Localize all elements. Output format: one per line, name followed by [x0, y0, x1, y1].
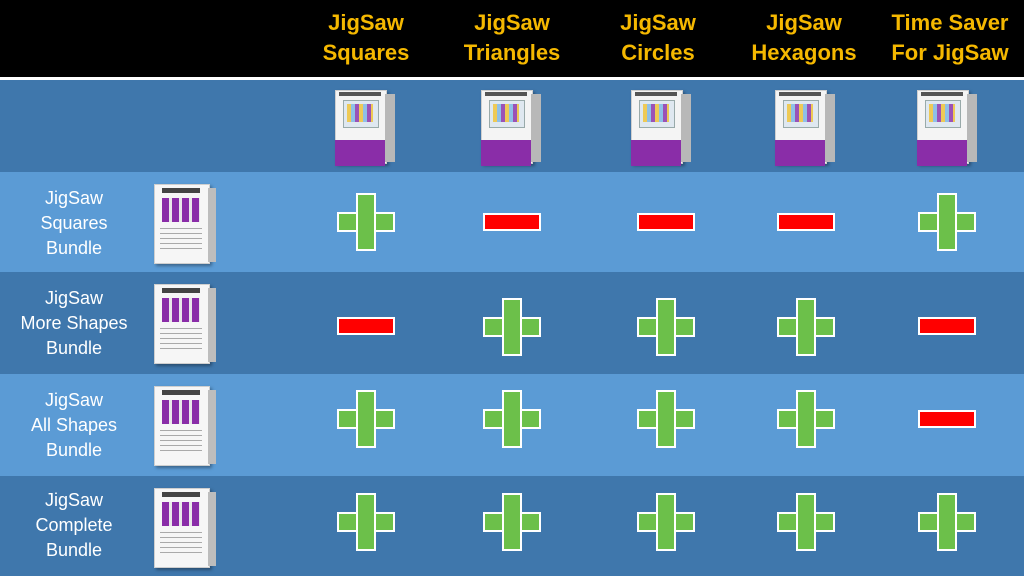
minus-icon [918, 317, 976, 335]
product-box-icon [917, 86, 981, 166]
plus-icon [483, 298, 541, 356]
column-header-line: JigSaw [474, 10, 550, 35]
product-box-icon [481, 86, 545, 166]
plus-icon [337, 193, 395, 251]
column-header-triangles: JigSaw Triangles [442, 8, 582, 68]
plus-icon [483, 390, 541, 448]
plus-icon [483, 493, 541, 551]
column-header-line: Time Saver [891, 10, 1009, 35]
column-header-squares: JigSaw Squares [296, 8, 436, 68]
header-row: JigSaw Squares JigSaw Triangles JigSaw C… [0, 0, 1024, 80]
plus-icon [918, 493, 976, 551]
column-header-hexagons: JigSaw Hexagons [734, 8, 874, 68]
row-label-line: JigSaw [44, 390, 104, 410]
column-header-line: Hexagons [751, 40, 857, 65]
product-box-icon [775, 86, 839, 166]
plus-icon [637, 493, 695, 551]
row-label: JigSaw Squares Bundle [0, 186, 148, 261]
row-label-line: All Shapes [30, 415, 118, 435]
table-row: JigSaw Complete Bundle [0, 476, 1024, 576]
plus-icon [777, 493, 835, 551]
product-box-icon [631, 86, 695, 166]
row-label: JigSaw Complete Bundle [0, 488, 148, 563]
bundle-box-icon [154, 484, 218, 570]
plus-icon [777, 298, 835, 356]
column-header-line: JigSaw [766, 10, 842, 35]
column-header-line: Triangles [463, 40, 561, 65]
table-row: JigSaw All Shapes Bundle [0, 374, 1024, 476]
column-header-line: Squares [322, 40, 410, 65]
bundle-box-icon [154, 382, 218, 468]
bundle-box-icon [154, 180, 218, 266]
minus-icon [337, 317, 395, 335]
row-label: JigSaw More Shapes Bundle [0, 286, 148, 361]
product-box-icon [335, 86, 399, 166]
minus-icon [777, 213, 835, 231]
plus-icon [337, 493, 395, 551]
plus-icon [637, 298, 695, 356]
column-header-circles: JigSaw Circles [588, 8, 728, 68]
plus-icon [777, 390, 835, 448]
column-header-line: For JigSaw [891, 40, 1009, 65]
row-label-line: Squares [40, 213, 108, 233]
column-header-line: Circles [621, 40, 695, 65]
table-row: JigSaw More Shapes Bundle [0, 272, 1024, 374]
column-header-line: JigSaw [620, 10, 696, 35]
bundle-box-icon [154, 280, 218, 366]
row-label-line: Bundle [45, 238, 103, 258]
row-label-line: JigSaw [44, 188, 104, 208]
row-label-line: More Shapes [20, 313, 128, 333]
column-header-time-saver: Time Saver For JigSaw [880, 8, 1020, 68]
minus-icon [637, 213, 695, 231]
row-label-line: Complete [35, 515, 113, 535]
row-label-line: JigSaw [44, 288, 104, 308]
row-label-line: Bundle [45, 338, 103, 358]
row-label: JigSaw All Shapes Bundle [0, 388, 148, 463]
plus-icon [637, 390, 695, 448]
plus-icon [918, 193, 976, 251]
column-header-line: JigSaw [328, 10, 404, 35]
row-label-line: JigSaw [44, 490, 104, 510]
plus-icon [337, 390, 395, 448]
table-row: JigSaw Squares Bundle [0, 172, 1024, 272]
row-label-line: Bundle [45, 440, 103, 460]
row-label-line: Bundle [45, 540, 103, 560]
product-box-row [0, 80, 1024, 172]
minus-icon [483, 213, 541, 231]
minus-icon [918, 410, 976, 428]
